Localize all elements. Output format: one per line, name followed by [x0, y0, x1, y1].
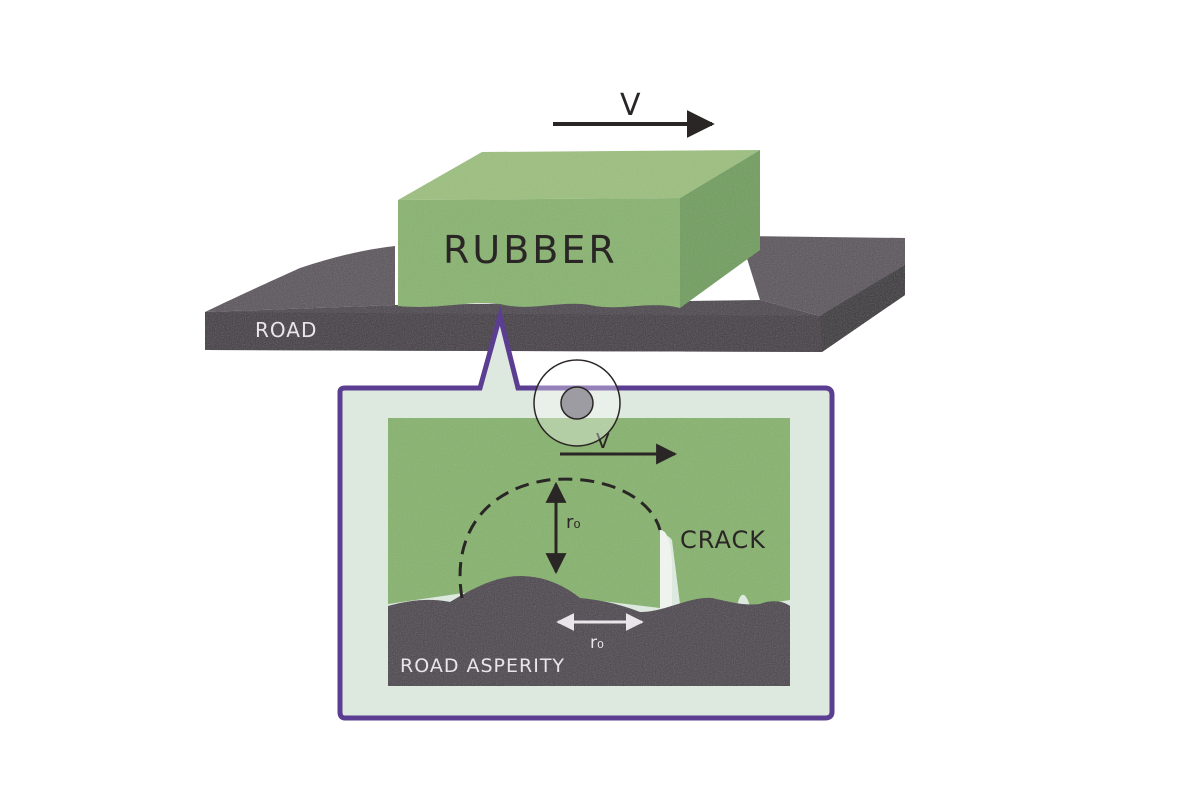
cursor-ring-icon [533, 359, 621, 447]
radius-label-vertical: r₀ [566, 512, 581, 533]
inset-rubber [388, 418, 790, 608]
road-slab [205, 236, 905, 352]
inset-road [388, 576, 790, 686]
rubber-block [398, 150, 760, 308]
crack-label: CRACK [680, 526, 766, 554]
road-asperity-label: ROAD ASPERITY [400, 655, 565, 677]
crack-gap [660, 530, 672, 612]
velocity-label-top: V [620, 88, 641, 123]
road-label: ROAD [255, 318, 317, 342]
radius-label-horizontal: r₀ [590, 633, 604, 653]
rubber-label: RUBBER [443, 228, 618, 272]
dashed-arc [458, 477, 662, 599]
